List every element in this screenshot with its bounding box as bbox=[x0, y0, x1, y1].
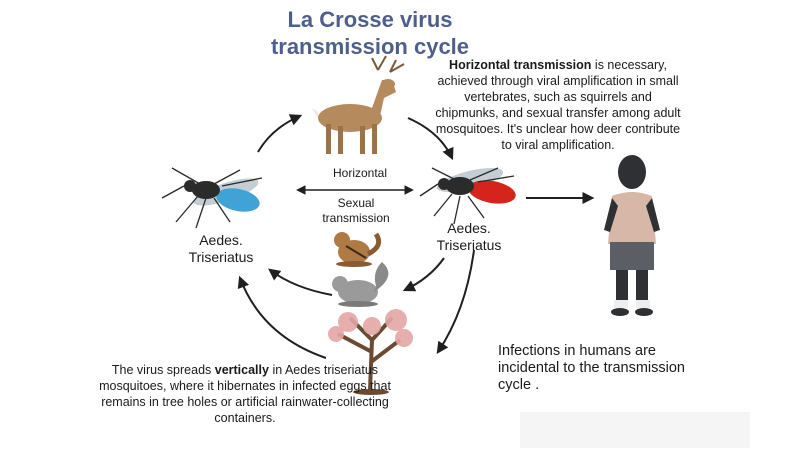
label-aedes-left: Aedes. Triseriatus bbox=[166, 232, 276, 266]
label-aedes-right: Aedes. Triseriatus bbox=[414, 220, 524, 254]
title-line-2: transmission cycle bbox=[270, 34, 470, 59]
note-top-text: is necessary, achieved through viral amp… bbox=[435, 58, 681, 152]
arrow-deer-to-right bbox=[407, 117, 454, 161]
chipmunk-icon bbox=[334, 232, 382, 267]
mosquito-blue-icon bbox=[161, 167, 263, 229]
arrow-right-to-tree bbox=[436, 249, 475, 354]
label-aedes-right-line2: Triseriatus bbox=[436, 237, 502, 253]
squirrel-icon bbox=[332, 262, 389, 307]
cycle-arrows bbox=[237, 114, 595, 359]
vertical-transmission-note: The virus spreads vertically in Aedes tr… bbox=[98, 362, 392, 426]
label-sexual-line2: transmission bbox=[322, 211, 390, 225]
human-infection-note: Infections in humans are incidental to t… bbox=[498, 343, 685, 393]
label-sexual-transmission: Sexual transmission bbox=[306, 196, 406, 226]
note-bottom-bold: vertically bbox=[214, 363, 269, 377]
arrow-right-to-squirrel bbox=[402, 257, 445, 292]
diagram-title: La Crosse virus transmission cycle bbox=[230, 6, 510, 60]
arrow-tree-to-left bbox=[237, 275, 327, 359]
label-aedes-left-line2: Triseriatus bbox=[188, 249, 254, 265]
tree-icon bbox=[328, 309, 413, 395]
label-aedes-right-line1: Aedes. bbox=[447, 220, 491, 236]
label-horizontal: Horizontal bbox=[332, 166, 388, 180]
note-bottom-pre: The virus spreads bbox=[111, 363, 215, 377]
note-top-bold: Horizontal transmission bbox=[449, 58, 592, 72]
deer-icon bbox=[312, 55, 405, 154]
label-aedes-left-line1: Aedes. bbox=[199, 232, 243, 248]
horizontal-transmission-note: Horizontal transmission is necessary, ac… bbox=[432, 57, 684, 153]
note-bottom-post: in Aedes triseriatus mosquitoes, where i… bbox=[99, 363, 391, 425]
title-line-1: La Crosse virus bbox=[287, 7, 453, 32]
label-sexual-line1: Sexual bbox=[337, 196, 375, 210]
arrow-squirrel-to-left bbox=[268, 268, 333, 296]
background-patch bbox=[520, 412, 750, 448]
human-child-icon bbox=[604, 155, 660, 316]
mosquito-red-icon bbox=[419, 167, 516, 225]
arrow-left-to-deer bbox=[257, 114, 303, 153]
